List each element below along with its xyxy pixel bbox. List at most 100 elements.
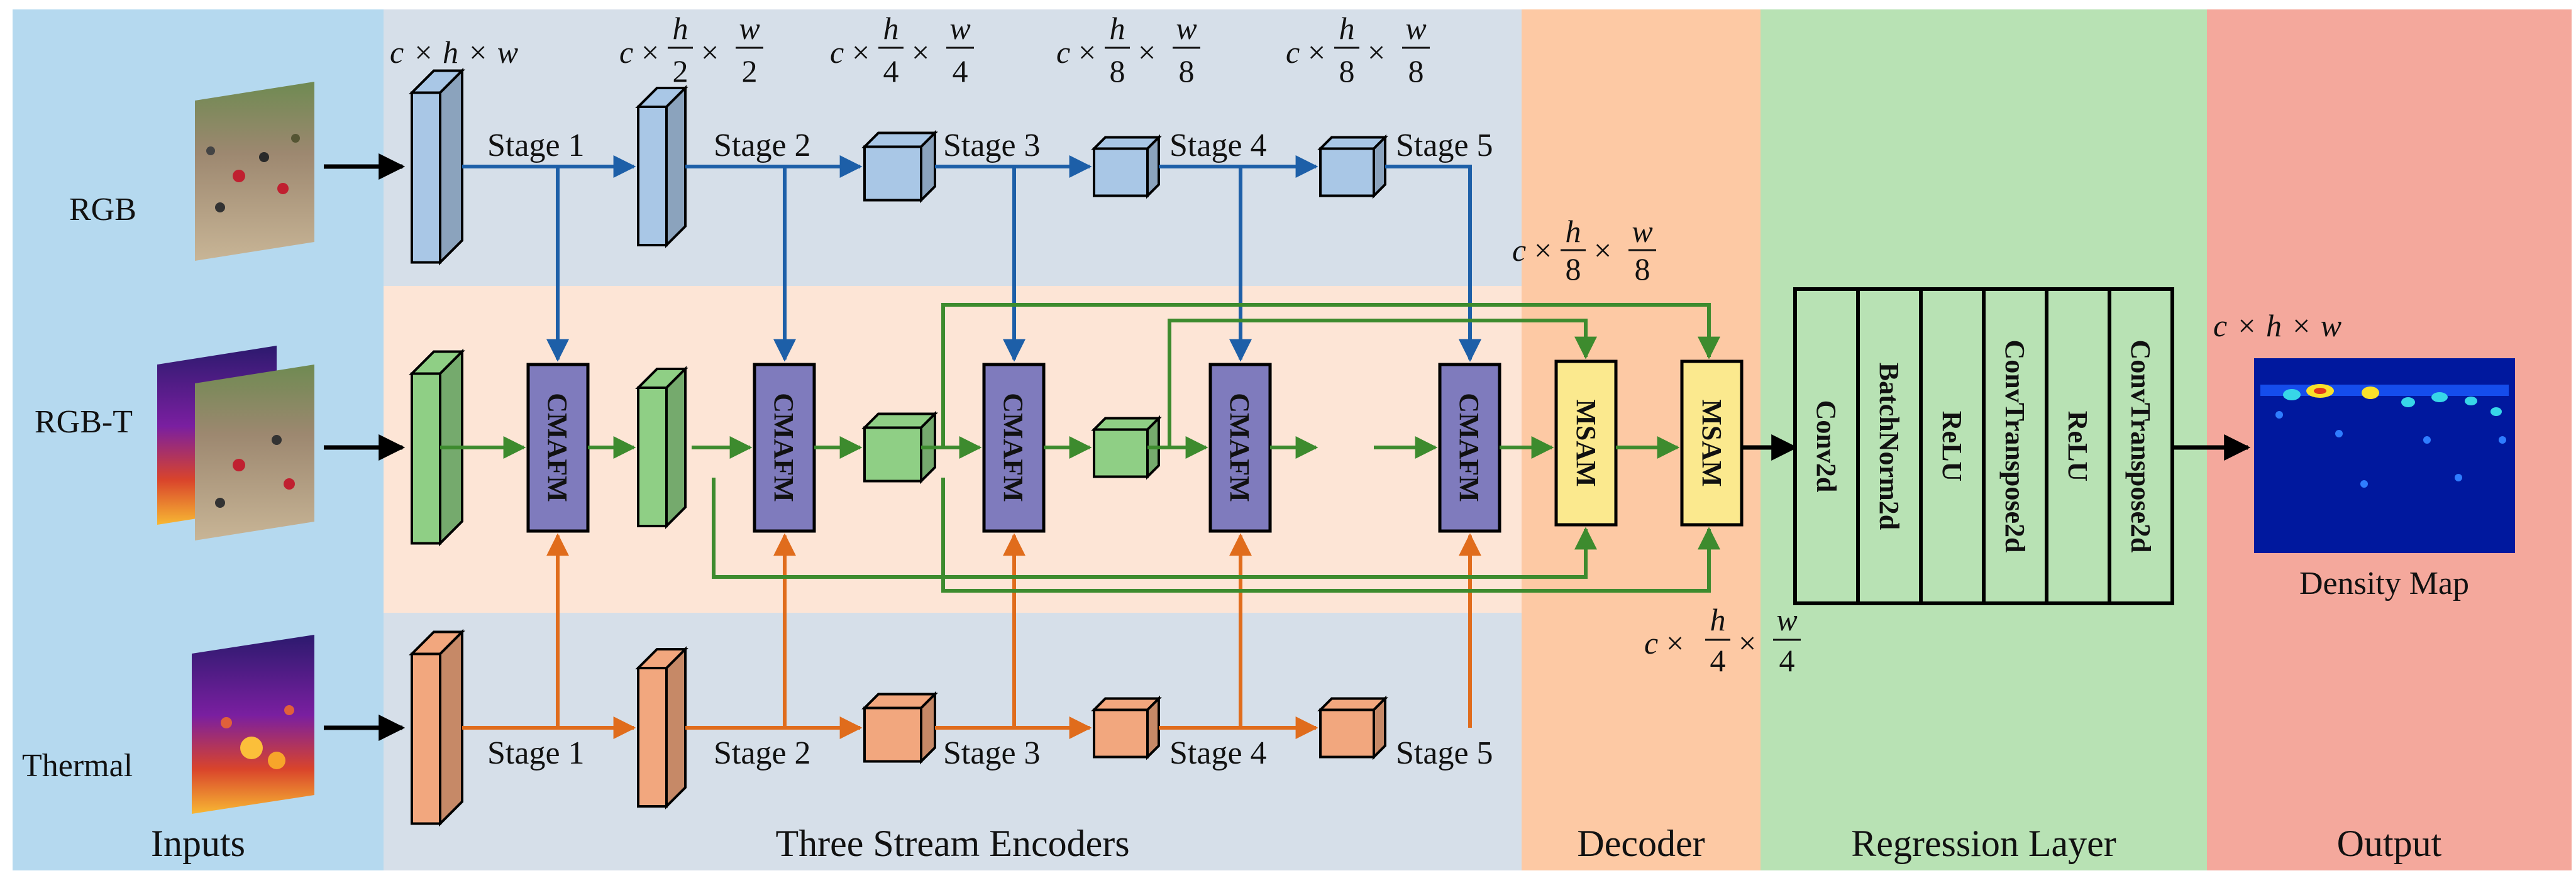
svg-text:4: 4 xyxy=(953,53,968,89)
dim-label-eighth-2: c×h8×w8 xyxy=(1286,11,1430,89)
dim-label-decoder-eighth: c × h 8 × w 8 xyxy=(1512,214,1656,287)
svg-text:c: c xyxy=(1644,625,1658,661)
svg-text:×: × xyxy=(1368,35,1385,70)
svg-text:8: 8 xyxy=(1566,251,1581,287)
svg-text:ConvTranspose2d: ConvTranspose2d xyxy=(1999,339,2030,552)
svg-text:ReLU: ReLU xyxy=(1937,411,1967,481)
svg-text:c×h×w: c×h×w xyxy=(2213,308,2341,343)
svg-text:CMAFM: CMAFM xyxy=(542,393,573,502)
svg-text:CMAFM: CMAFM xyxy=(768,393,799,502)
svg-text:ConvTranspose2d: ConvTranspose2d xyxy=(2125,339,2156,552)
svg-text:c: c xyxy=(1056,35,1070,70)
svg-text:×: × xyxy=(1138,35,1156,70)
skip-stage4-to-msam1 xyxy=(1168,319,1597,447)
stage-label-rgb-1: Stage 1 xyxy=(487,128,585,163)
svg-text:×: × xyxy=(1739,625,1756,661)
svg-text:8: 8 xyxy=(1339,53,1355,89)
stage-label-thermal-1: Stage 1 xyxy=(487,735,585,771)
svg-text:8: 8 xyxy=(1408,53,1424,89)
svg-text:2: 2 xyxy=(673,53,688,89)
svg-text:×: × xyxy=(1308,35,1325,70)
section-title-decoder: Decoder xyxy=(1577,823,1705,864)
dim-label-decoder-quarter: c × h 4 × w 4 xyxy=(1644,602,1801,678)
regression-layer-6: ConvTranspose2d xyxy=(2108,287,2174,605)
cmafm-block-4: CMAFM xyxy=(1208,363,1272,533)
svg-text:c: c xyxy=(1512,233,1526,268)
input-label-rgb: RGB xyxy=(69,192,136,228)
svg-text:×: × xyxy=(641,35,659,70)
section-title-encoders: Three Stream Encoders xyxy=(775,823,1129,864)
section-title-regression: Regression Layer xyxy=(1851,823,2116,864)
regression-layer-5: ReLU xyxy=(2045,287,2111,605)
cmafm-block-5: CMAFM xyxy=(1438,363,1501,533)
stage-label-thermal-2: Stage 2 xyxy=(714,735,811,771)
rgbt-block-3 xyxy=(861,410,938,485)
thermal-block-4 xyxy=(1091,695,1162,760)
skip-stage3-to-msam2 xyxy=(941,303,1720,447)
regression-stack: Conv2d BatchNorm2d ReLU ConvTranspose2d ReLU… xyxy=(1793,287,2174,605)
thermal-block-5 xyxy=(1317,695,1388,760)
thermal-block-2 xyxy=(635,646,688,809)
svg-text:w: w xyxy=(1776,602,1797,637)
stage-label-rgb-5: Stage 5 xyxy=(1396,128,1493,163)
svg-text:8: 8 xyxy=(1635,251,1650,287)
svg-text:c: c xyxy=(1286,35,1300,70)
density-map-label: Density Map xyxy=(2299,566,2469,601)
stage-label-rgb-2: Stage 2 xyxy=(714,128,811,163)
svg-text:4: 4 xyxy=(1710,643,1726,678)
svg-text:c×h×w: c×h×w xyxy=(390,35,518,70)
dim-label-eighth-1: c×h8×w8 xyxy=(1056,11,1200,89)
svg-text:CMAFM: CMAFM xyxy=(1224,393,1255,502)
svg-text:c: c xyxy=(619,35,633,70)
msam-block-2: MSAM xyxy=(1680,359,1744,527)
input-label-rgbt: RGB-T xyxy=(35,404,133,440)
svg-text:w: w xyxy=(1632,214,1652,249)
svg-text:ReLU: ReLU xyxy=(2062,411,2093,481)
svg-text:2: 2 xyxy=(742,53,758,89)
rgbt-block-2 xyxy=(635,366,688,529)
svg-text:CMAFM: CMAFM xyxy=(1454,393,1484,502)
dim-label-full: c×h×w xyxy=(390,35,518,70)
rgb-block-3 xyxy=(861,129,938,204)
svg-text:×: × xyxy=(1534,233,1552,268)
regression-layer-1: Conv2d xyxy=(1793,287,1860,605)
rgb-block-1 xyxy=(409,67,465,266)
stage-label-rgb-4: Stage 4 xyxy=(1169,128,1267,163)
svg-text:w: w xyxy=(739,11,760,46)
svg-text:w: w xyxy=(1176,11,1197,46)
dim-label-half: c×h2×w2 xyxy=(619,11,763,89)
svg-text:h: h xyxy=(1110,11,1125,46)
density-map-image xyxy=(2254,358,2515,553)
svg-text:MSAM: MSAM xyxy=(1571,399,1601,486)
section-title-inputs: Inputs xyxy=(151,823,245,864)
rgb-block-4 xyxy=(1091,134,1162,199)
skip-stage2-to-msam1 xyxy=(712,478,1597,579)
cmafm-block-2: CMAFM xyxy=(753,363,816,533)
rgb-block-2 xyxy=(635,85,688,248)
svg-text:×: × xyxy=(1594,233,1611,268)
svg-text:w: w xyxy=(949,11,970,46)
svg-text:h: h xyxy=(673,11,688,46)
thermal-block-3 xyxy=(861,691,938,765)
regression-layer-2: BatchNorm2d xyxy=(1856,287,1923,605)
rgb-block-5 xyxy=(1317,134,1388,199)
svg-text:CMAFM: CMAFM xyxy=(998,393,1029,502)
stage-label-thermal-3: Stage 3 xyxy=(943,735,1041,771)
svg-text:×: × xyxy=(701,35,719,70)
svg-text:×: × xyxy=(852,35,870,70)
svg-text:Conv2d: Conv2d xyxy=(1811,400,1842,493)
svg-text:8: 8 xyxy=(1110,53,1125,89)
svg-text:8: 8 xyxy=(1179,53,1195,89)
cmafm-block-1: CMAFM xyxy=(526,363,590,533)
section-title-output: Output xyxy=(2337,823,2442,864)
svg-text:c: c xyxy=(830,35,844,70)
svg-text:h: h xyxy=(1710,602,1726,637)
svg-text:4: 4 xyxy=(883,53,899,89)
rgbt-block-1 xyxy=(409,348,465,547)
rgb-input-image xyxy=(195,82,314,261)
thermal-block-1 xyxy=(409,628,465,827)
msam-block-1: MSAM xyxy=(1554,359,1618,527)
svg-text:4: 4 xyxy=(1779,643,1795,678)
stage-label-thermal-4: Stage 4 xyxy=(1169,735,1267,771)
